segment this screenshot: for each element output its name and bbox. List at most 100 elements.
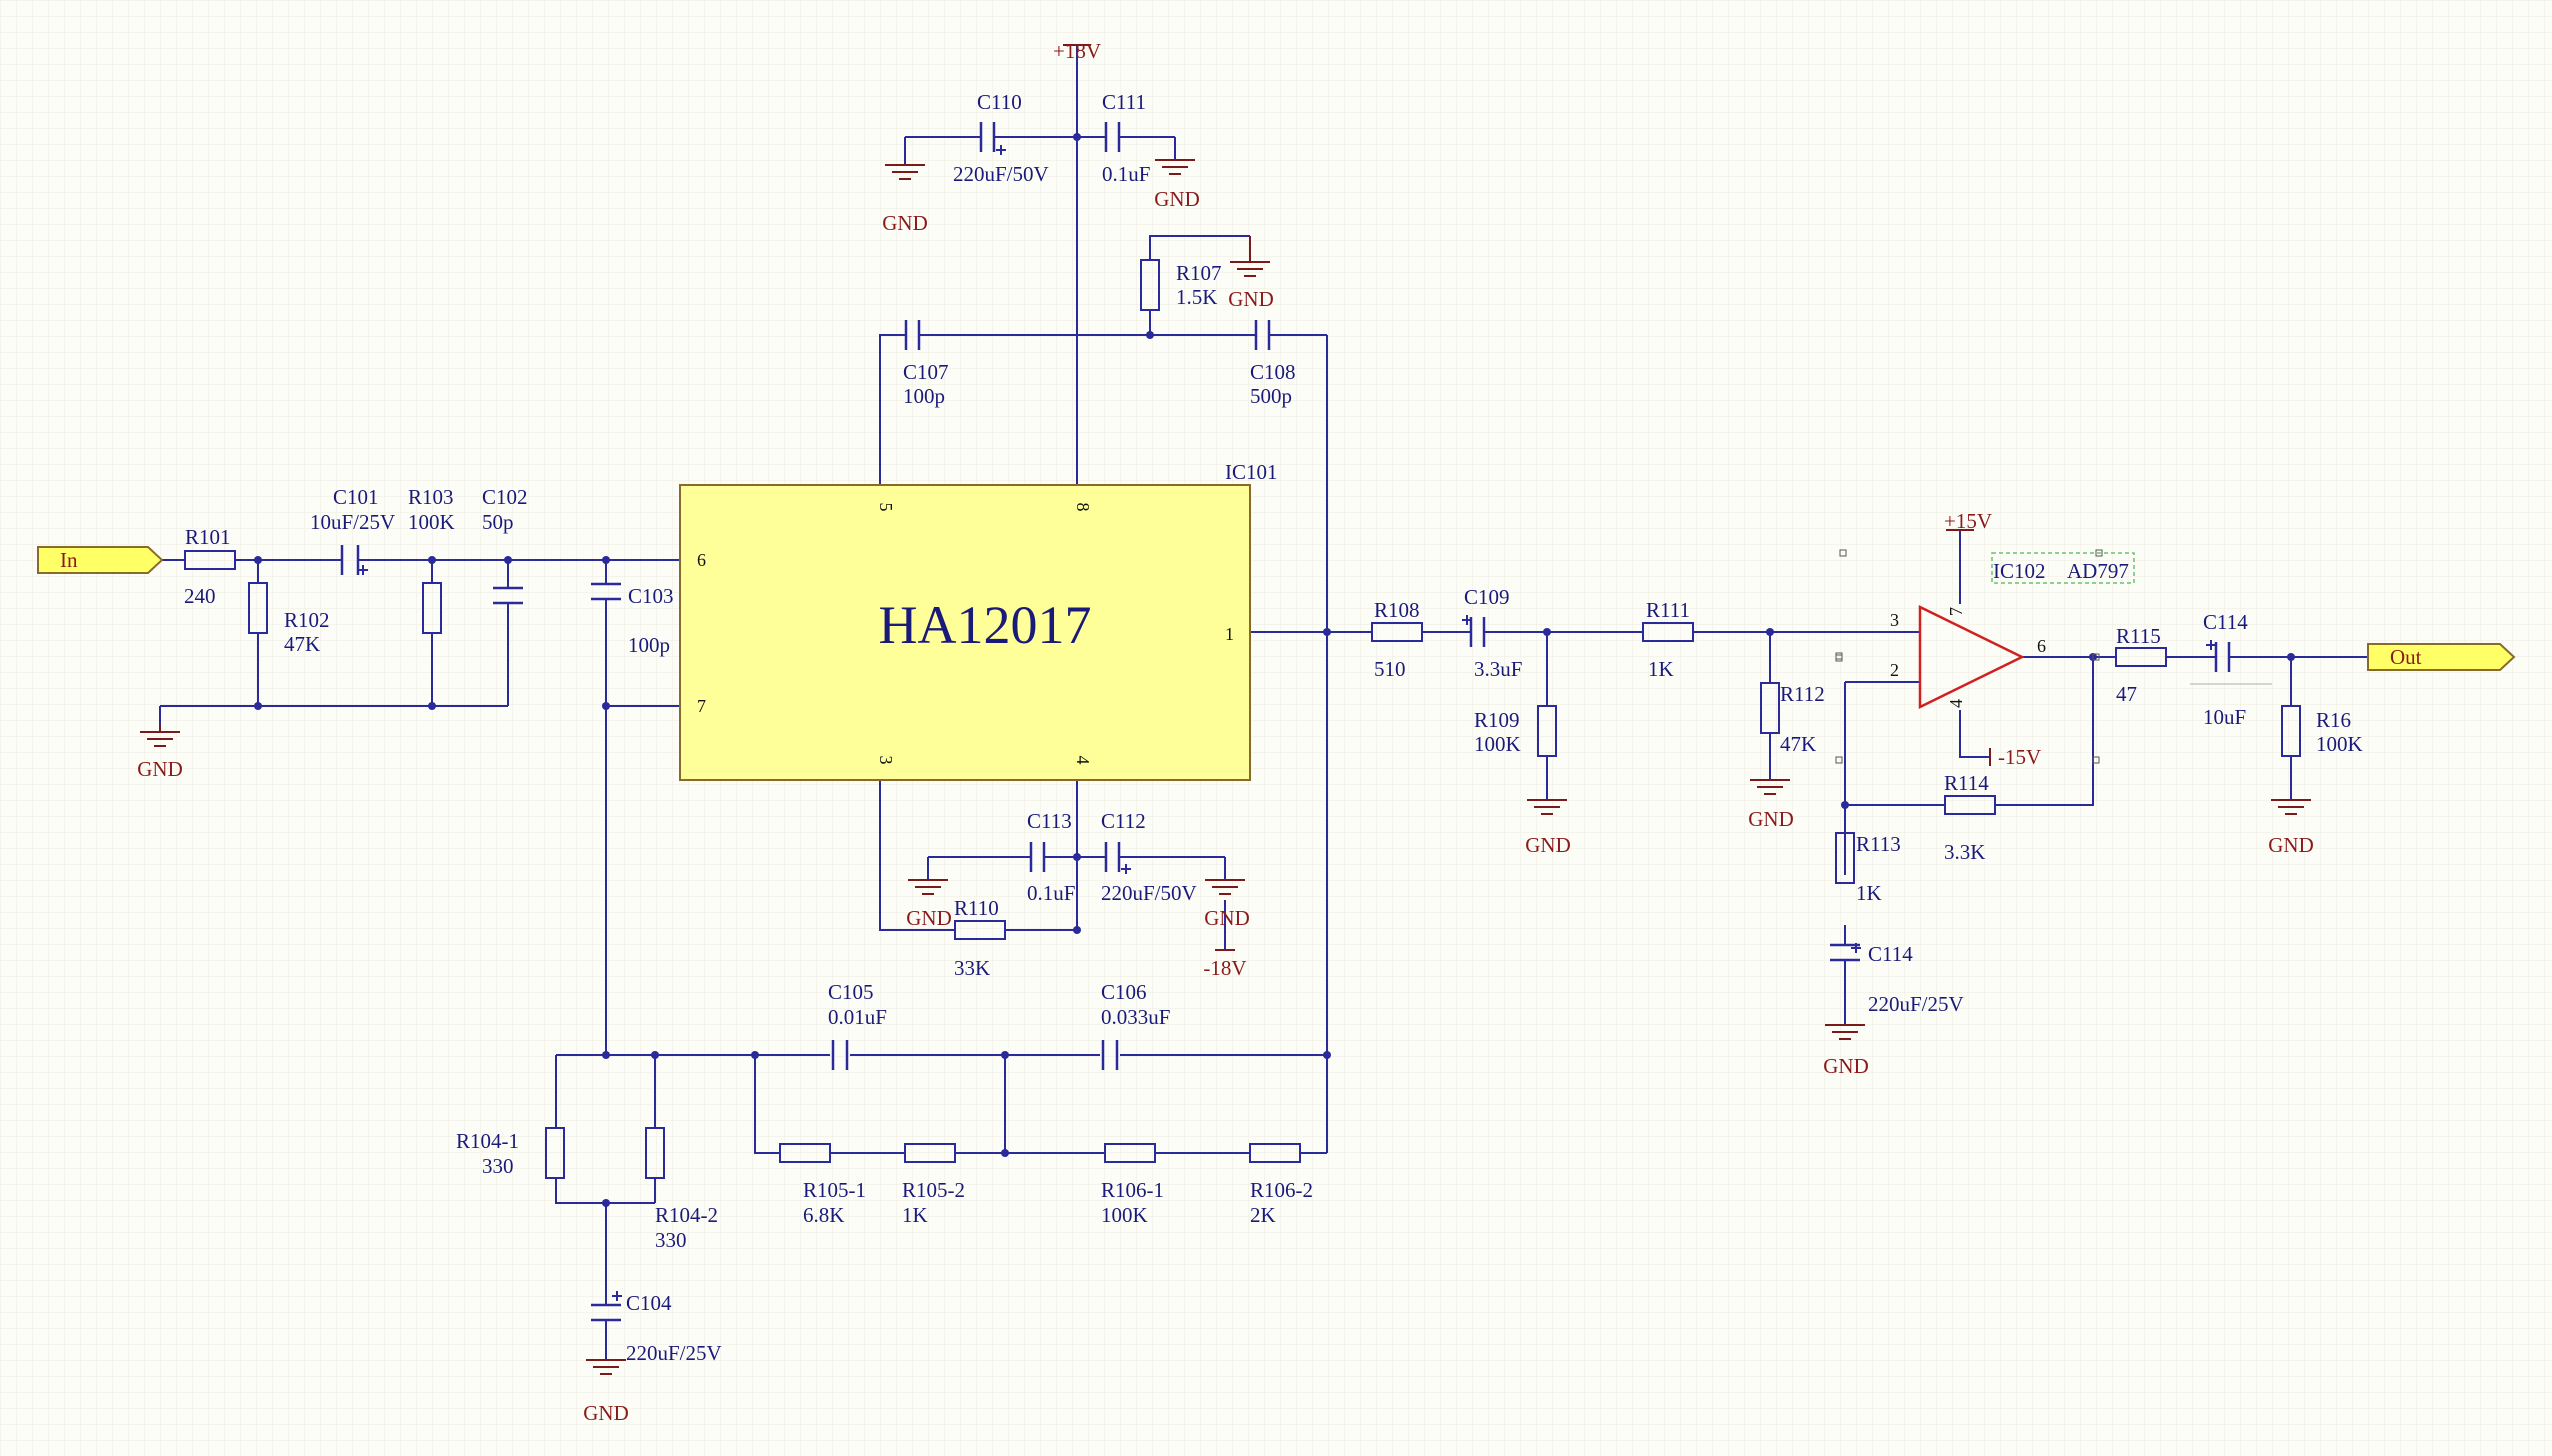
r115-val: 47: [2116, 682, 2137, 706]
port-out[interactable]: Out: [2367, 643, 2516, 671]
r106-2-val: 2K: [1250, 1203, 1276, 1227]
r110-val: 33K: [954, 956, 990, 980]
c114-val: 220uF/25V: [1868, 992, 1964, 1016]
power-plus18: +18V: [1053, 39, 1101, 63]
r107-ref: R107: [1176, 261, 1222, 285]
c113-val: 0.1uF: [1027, 881, 1075, 905]
r108-val: 510: [1374, 657, 1406, 681]
c110-val: 220uF/50V: [953, 162, 1049, 186]
ic101-pin5: 5: [876, 503, 896, 512]
gnd-label-c112: GND: [1204, 906, 1250, 930]
gnd-label-r16: GND: [2268, 833, 2314, 857]
r113-val: 1K: [1856, 881, 1882, 905]
power-labels: +18V -18V +15V -15V GND GND GND GND GND …: [137, 39, 2314, 1425]
power-minus15: -15V: [1998, 745, 2041, 769]
gnd-label-c113: GND: [906, 906, 952, 930]
c108-ref: C108: [1250, 360, 1296, 384]
c102-val: 50p: [482, 510, 514, 534]
ic102-pin6: 6: [2037, 636, 2046, 656]
c111-ref: C111: [1102, 90, 1146, 114]
r112-ref: R112: [1780, 682, 1825, 706]
ic102-pin7: 7: [1946, 607, 1966, 616]
r105-1-ref: R105-1: [803, 1178, 866, 1202]
c103-val: 100p: [628, 633, 670, 657]
c101-val: 10uF/25V: [310, 510, 395, 534]
gnd-label-r112: GND: [1748, 807, 1794, 831]
c105-val: 0.01uF: [828, 1005, 887, 1029]
gnd-label-c111: GND: [1154, 187, 1200, 211]
r102-val: 47K: [284, 632, 320, 656]
ic101-pin7: 7: [697, 696, 706, 716]
c101-ref: C101: [333, 485, 379, 509]
r105-2-ref: R105-2: [902, 1178, 965, 1202]
port-out-label: Out: [2390, 645, 2422, 669]
r111-ref: R111: [1646, 598, 1690, 622]
c102-ref: C102: [482, 485, 528, 509]
r101-val: 240: [184, 584, 216, 608]
gnd-label-c114: GND: [1823, 1054, 1869, 1078]
r101-ref: R101: [185, 525, 231, 549]
c106-val: 0.033uF: [1101, 1005, 1170, 1029]
c113-ref: C113: [1027, 809, 1072, 833]
c104-ref: C104: [626, 1291, 672, 1315]
r102-ref: R102: [284, 608, 330, 632]
gnd-label-r109: GND: [1525, 833, 1571, 857]
ic101-pin4: 4: [1073, 756, 1093, 765]
gnd-label-c110: GND: [882, 211, 928, 235]
power-plus15: +15V: [1944, 509, 1992, 533]
r16-ref: R16: [2316, 708, 2351, 732]
r104-2-val: 330: [655, 1228, 687, 1252]
r113-ref: R113: [1856, 832, 1901, 856]
c114b-ref: C114: [2203, 610, 2248, 634]
junctions: [254, 133, 2295, 1207]
ic102-pin2: 2: [1890, 660, 1899, 680]
component-labels: R101 240 R102 47K C101 10uF/25V R103 100…: [184, 90, 2363, 1365]
r111-val: 1K: [1648, 657, 1674, 681]
ic102-opamp[interactable]: IC102 AD797 3 2 7 4 6: [1835, 549, 2135, 764]
ic101-designator: IC101: [1225, 460, 1278, 484]
r103-ref: R103: [408, 485, 454, 509]
r108-ref: R108: [1374, 598, 1420, 622]
ic102-part: AD797: [2067, 559, 2129, 583]
c108-val: 500p: [1250, 384, 1292, 408]
ic102-pin3: 3: [1890, 610, 1899, 630]
c110-ref: C110: [977, 90, 1022, 114]
ic101-part: HA12017: [879, 595, 1092, 655]
ic102-pin4: 4: [1946, 699, 1966, 708]
gnd-label-c104: GND: [583, 1401, 629, 1425]
r103-val: 100K: [408, 510, 455, 534]
r114-ref: R114: [1944, 771, 1989, 795]
gnd-label-r107: GND: [1228, 287, 1274, 311]
port-in[interactable]: In: [37, 546, 164, 574]
ic101[interactable]: HA12017 IC101 5 8 6 7 1 3 4: [679, 460, 1278, 781]
ground-symbols: [140, 44, 2311, 1375]
c111-val: 0.1uF: [1102, 162, 1150, 186]
c104-val: 220uF/25V: [626, 1341, 722, 1365]
r106-1-val: 100K: [1101, 1203, 1148, 1227]
c114b-val: 10uF: [2203, 705, 2246, 729]
r114-val: 3.3K: [1944, 840, 1985, 864]
r16-val: 100K: [2316, 732, 2363, 756]
r105-1-val: 6.8K: [803, 1203, 844, 1227]
ic102-designator: IC102: [1993, 559, 2046, 583]
gnd-label-input: GND: [137, 757, 183, 781]
r110-ref: R110: [954, 896, 999, 920]
c106-ref: C106: [1101, 980, 1147, 1004]
c105-ref: C105: [828, 980, 874, 1004]
c103-ref: C103: [628, 584, 674, 608]
r115-ref: R115: [2116, 624, 2161, 648]
ic101-pin8: 8: [1073, 503, 1093, 512]
r107-val: 1.5K: [1176, 285, 1217, 309]
c109-val: 3.3uF: [1474, 657, 1522, 681]
c107-val: 100p: [903, 384, 945, 408]
r112-val: 47K: [1780, 732, 1816, 756]
r106-1-ref: R106-1: [1101, 1178, 1164, 1202]
r109-ref: R109: [1474, 708, 1520, 732]
resistors: [184, 259, 2301, 1179]
r105-2-val: 1K: [902, 1203, 928, 1227]
c114-ref: C114: [1868, 942, 1913, 966]
c112-ref: C112: [1101, 809, 1146, 833]
c112-val: 220uF/50V: [1101, 881, 1197, 905]
c109-ref: C109: [1464, 585, 1510, 609]
